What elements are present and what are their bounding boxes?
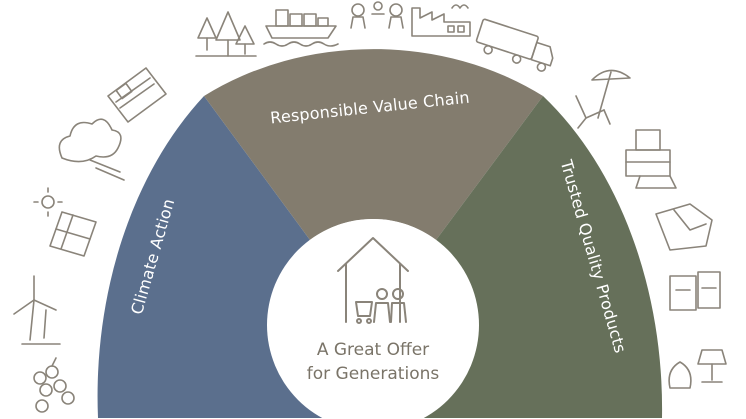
- grapes-icon: [33, 357, 75, 413]
- solar-panel-icon: [33, 187, 97, 257]
- center-title-line2: for Generations: [307, 364, 440, 384]
- segment-responsible-value-chain[interactable]: [204, 49, 543, 240]
- wind-turbine-icon: [13, 275, 61, 345]
- people-icon: [350, 1, 404, 29]
- factory-icon: [411, 4, 471, 37]
- segment-climate-action[interactable]: [97, 96, 374, 418]
- truck-icon: [475, 18, 554, 72]
- home-family-icon: [337, 237, 409, 324]
- lamp-vase-icon: [668, 349, 727, 389]
- document-icon: [107, 67, 167, 123]
- sofa-icon: [625, 129, 677, 189]
- segment-trusted-quality-products[interactable]: [373, 96, 663, 418]
- beach-chair-icon: [575, 69, 631, 129]
- cloud-wind-icon: [58, 118, 125, 181]
- trees-icon: [195, 11, 257, 57]
- cargo-ship-icon: [263, 9, 339, 47]
- center-title-line1: A Great Offer: [317, 340, 429, 360]
- textile-icon: [655, 203, 713, 251]
- center-circle: [267, 219, 479, 419]
- storage-boxes-icon: [669, 271, 721, 311]
